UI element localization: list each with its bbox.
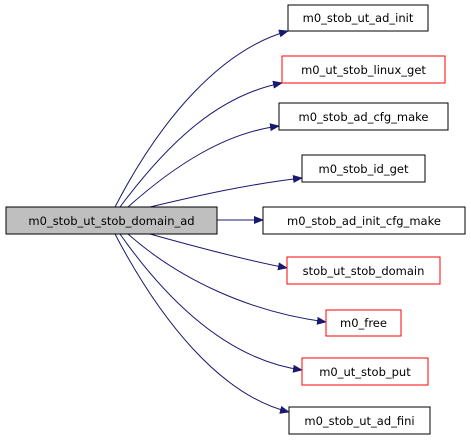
callee-node-stob-ut-stob-domain[interactable]: stob_ut_stob_domain [286,256,441,285]
callee-label-m0-stob-ad-cfg-make: m0_stob_ad_cfg_make [299,110,429,124]
callee-node-m0-ut-stob-linux-get[interactable]: m0_ut_stob_linux_get [281,55,446,84]
callee-label-m0-ut-stob-put: m0_ut_stob_put [319,365,411,379]
callee-label-m0-stob-ut-ad-init: m0_stob_ut_ad_init [303,11,414,25]
edge-to-m0-stob-id-get [149,175,303,208]
edge-to-m0-stob-ut-ad-init [114,29,289,208]
callee-node-m0-stob-ut-ad-init[interactable]: m0_stob_ut_ad_init [287,4,429,32]
callee-node-m0-stob-ad-cfg-make[interactable]: m0_stob_ad_cfg_make [278,102,449,131]
callee-node-m0-free[interactable]: m0_free [325,309,402,337]
callee-label-m0-ut-stob-linux-get: m0_ut_stob_linux_get [301,63,426,77]
root-node[interactable]: m0_stob_ut_stob_domain_ad [5,206,218,235]
edge-to-m0-free [127,233,327,325]
callee-node-m0-stob-ut-ad-fini[interactable]: m0_stob_ut_ad_fini [288,406,431,435]
callee-node-m0-stob-id-get[interactable]: m0_stob_id_get [301,154,426,183]
callee-label-m0-stob-ut-ad-fini: m0_stob_ut_ad_fini [304,414,414,428]
callee-label-m0-stob-ad-init-cfg-make: m0_stob_ad_init_cfg_make [287,214,441,228]
callee-label-m0-free: m0_free [340,316,387,330]
edges [114,29,327,414]
edge-to-m0-stob-ad-cfg-make [127,123,280,208]
callee-label-stob-ut-stob-domain: stob_ut_stob_domain [303,264,425,278]
edge-to-stob-ut-stob-domain [149,233,288,271]
edge-to-m0-ut-stob-linux-get [119,80,283,208]
edge-to-m0-ut-stob-put [119,233,303,373]
edge-to-m0-stob-ut-ad-fini [114,233,290,414]
callee-node-m0-stob-ad-init-cfg-make[interactable]: m0_stob_ad_init_cfg_make [262,206,466,235]
callee-node-m0-ut-stob-put[interactable]: m0_ut_stob_put [301,357,429,386]
callee-label-m0-stob-id-get: m0_stob_id_get [319,162,409,176]
root-node-label: m0_stob_ut_stob_domain_ad [28,214,194,228]
